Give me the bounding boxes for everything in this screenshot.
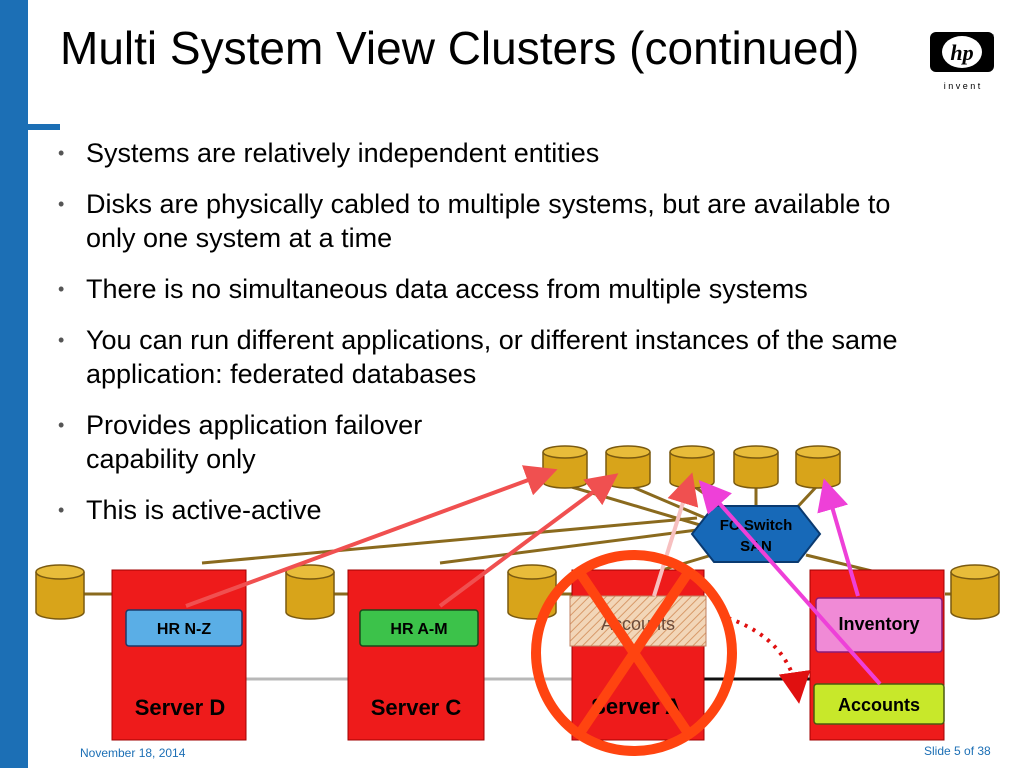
bullet-item: Disks are physically cabled to multiple …: [58, 187, 938, 255]
server-label: Server C: [371, 695, 462, 720]
disk-icon: [35, 564, 85, 620]
disk-icon: [669, 445, 715, 489]
bullet-item: Systems are relatively independent entit…: [58, 136, 938, 170]
bullet-item: There is no simultaneous data access fro…: [58, 272, 938, 306]
failover-app-label: Inventory: [838, 614, 919, 634]
server-label: Server D: [135, 695, 226, 720]
logo-mark: hp: [950, 40, 973, 65]
app-label: HR N-Z: [157, 621, 211, 638]
failover-app-label: Accounts: [838, 695, 920, 715]
logo-tagline: i n v e n t: [944, 81, 981, 91]
failover-disk-arrows: [698, 478, 882, 686]
hp-logo: hp ® i n v e n t: [930, 32, 994, 91]
disk-icon: [950, 564, 1000, 620]
disk-icon: [605, 445, 651, 489]
bullet-item: You can run different applications, or d…: [58, 323, 938, 391]
bullet-list: Systems are relatively independent entit…: [58, 136, 938, 544]
disk-access-arrows: [185, 465, 699, 608]
disk-icon: [795, 445, 841, 489]
cluster-diagram: FC Switch SAN HR N-Z Server D HR A-M Ser…: [35, 445, 1000, 756]
disk-icon: [542, 445, 588, 489]
title-underline-accent: [0, 124, 60, 130]
disk-icon: [733, 445, 779, 489]
bullet-item: Provides application failover capability…: [58, 408, 516, 476]
failure-x-icon: [531, 550, 737, 756]
failover-arrow: [727, 616, 811, 704]
slide-title: Multi System View Clusters (continued): [60, 22, 860, 74]
server-c: HR A-M Server C: [347, 569, 485, 741]
logo-registered: ®: [991, 34, 994, 42]
bullet-item: This is active-active: [58, 493, 506, 527]
app-label: HR A-M: [390, 621, 447, 638]
switch-label: FC Switch: [720, 517, 793, 534]
fc-switch: FC Switch SAN: [690, 505, 822, 563]
server-d: HR N-Z Server D: [111, 569, 247, 741]
slide-number: Slide 5 of 38: [924, 744, 991, 758]
footer-date: November 18, 2014: [80, 746, 186, 760]
disk-icon: [285, 564, 335, 620]
server-b: Inventory Accounts: [809, 569, 945, 741]
